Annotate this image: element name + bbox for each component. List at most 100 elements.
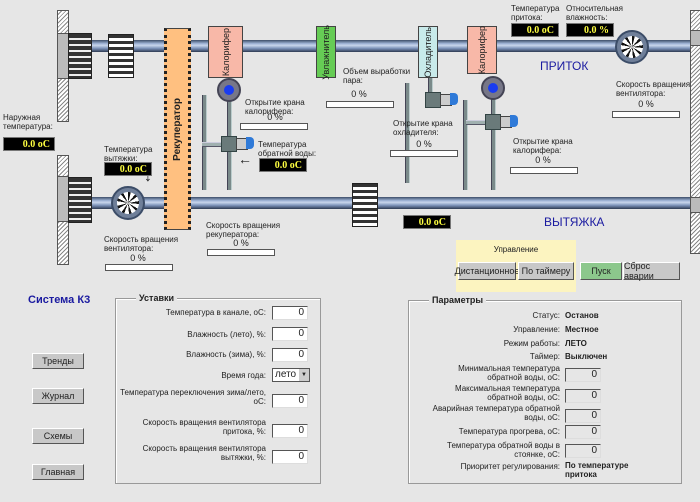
humidifier[interactable]: Увлажнитель (316, 25, 336, 79)
min-return-value: 0 (565, 368, 601, 382)
heater-1-valve-bar (240, 123, 308, 130)
season-value: лето (275, 369, 297, 380)
exhaust-fan-label: Скорость вращения вентилятора: (104, 235, 179, 253)
exhaust-fan-bar (105, 264, 173, 271)
humidifier-steam-bar (326, 101, 394, 108)
exhaust-fan-icon[interactable] (111, 186, 145, 220)
cooler-valve-value: 0 % (416, 139, 432, 149)
priority-label: Приоритет регулирования: (460, 462, 560, 471)
pump-heater-2-icon[interactable] (481, 76, 505, 100)
pipe (202, 142, 227, 147)
exhaust-temp-label: Температура вытяжки: (104, 145, 153, 163)
chevron-down-icon[interactable]: ▼ (299, 369, 309, 381)
season-label: Время года: (221, 371, 266, 380)
recuperator[interactable]: Рекуператор (164, 28, 191, 230)
main-button[interactable]: Главная (32, 464, 84, 480)
humidity-summer-label: Влажность (лето), %: (187, 330, 266, 339)
exhaust-duct (90, 197, 690, 209)
supply-fan-value: 0 % (638, 99, 654, 109)
actuator-heater-1-icon (246, 137, 254, 149)
heater-1-return-display: 0.0 oC (259, 158, 307, 172)
heater-1-valve-label: Открытие крана калорифера: (245, 98, 305, 116)
supply-fan-setpoint-input[interactable]: 0 (272, 424, 308, 438)
heater-2-valve-value: 0 % (535, 155, 551, 165)
start-button[interactable]: Пуск (580, 262, 622, 280)
supply-temp-label: Температура притока: (511, 4, 560, 22)
channel-temp-label: Температура в канале, оС: (165, 308, 266, 317)
params-group: Параметры (408, 295, 682, 484)
heater-2-label: Калорифер (477, 25, 487, 75)
heater-2[interactable]: Калорифер (467, 26, 497, 74)
season-select[interactable]: лето ▼ (272, 368, 310, 382)
work-mode-value: ЛЕТО (565, 339, 587, 348)
pipe (491, 92, 496, 190)
valve-heater-1-icon[interactable] (221, 136, 237, 152)
supply-fan-bar (612, 111, 680, 118)
alarm-return-value: 0 (565, 409, 601, 423)
recuperator-label: Рекуператор (172, 97, 183, 161)
humidity-summer-input[interactable]: 0 (272, 327, 308, 341)
journal-button[interactable]: Журнал (32, 388, 84, 404)
valve-heater-2-icon[interactable] (485, 114, 501, 130)
standby-return-value: 0 (565, 444, 601, 458)
reset-alarm-button[interactable]: Сброс аварии (623, 261, 680, 281)
humidity-winter-input[interactable]: 0 (272, 348, 308, 362)
trends-button[interactable]: Тренды (32, 353, 84, 369)
switch-temp-input[interactable]: 0 (272, 394, 308, 408)
supply-title: ПРИТОК (540, 59, 589, 73)
heater-2-valve-bar (510, 167, 578, 174)
pipe (405, 83, 410, 183)
params-title: Параметры (429, 295, 487, 305)
exhaust-fan-value: 0 % (130, 253, 146, 263)
pump-heater-1-icon[interactable] (217, 78, 241, 102)
supply-fan-icon[interactable] (615, 30, 649, 64)
max-return-value: 0 (565, 389, 601, 403)
silencer-exhaust-icon (352, 183, 378, 227)
exhaust-temp-display: 0.0 oC (104, 162, 152, 176)
humidifier-steam-value: 0 % (351, 89, 367, 99)
arrow-left-icon: ← (238, 151, 252, 167)
setpoints-group: Уставки (115, 293, 321, 484)
recuperator-speed-bar (207, 249, 275, 256)
switch-temp-label: Температура переключения зима/лето, оС: (120, 388, 266, 406)
actuator-cooler-icon (450, 93, 458, 105)
supply-humidity-display: 0.0 % (566, 23, 614, 37)
alarm-return-label: Аварийная температура обратной воды, оС: (432, 404, 560, 422)
pipe (463, 100, 468, 190)
timer-control-button[interactable]: По таймеру (518, 262, 574, 280)
timer-label: Таймер: (529, 352, 560, 361)
timer-value: Выключен (565, 352, 608, 361)
exhaust-fan-setpoint-input[interactable]: 0 (272, 450, 308, 464)
filter-supply-icon (68, 33, 92, 79)
control-title: Управление (493, 245, 539, 254)
priority-value: По температуре притока (565, 461, 629, 479)
system-title: Система К3 (28, 294, 91, 306)
warmup-value: 0 (565, 425, 601, 439)
control-mode-value: Местное (565, 325, 599, 334)
cooler[interactable]: Охладитель (418, 26, 438, 78)
heater-1-valve-value: 0 % (267, 112, 283, 122)
work-mode-label: Режим работы: (503, 339, 560, 348)
supply-fan-label: Скорость вращения вентилятора: (616, 80, 691, 98)
standby-return-label: Температура обратной воды в стоянке, оС: (447, 441, 560, 459)
exhaust-wall-plug (690, 197, 700, 213)
silencer-supply-icon (108, 34, 134, 78)
valve-cooler-icon[interactable] (425, 92, 441, 108)
heater-1-label: Калорифер (220, 27, 231, 77)
remote-control-button[interactable]: Дистанционное (455, 262, 519, 280)
arrow-down-icon: ↓ (144, 168, 152, 185)
heater-1[interactable]: Калорифер (208, 26, 243, 78)
cooler-valve-label: Открытие крана охладителя: (393, 119, 453, 137)
actuator-heater-2-icon (510, 115, 518, 127)
heater-2-valve-label: Открытие крана калорифера: (513, 137, 573, 155)
max-return-label: Максимальная температура обратной воды, … (454, 384, 560, 402)
recuperator-speed-label: Скорость вращения рекуператора: (206, 221, 281, 239)
exhaust-duct-temp-display: 0.0 oC (403, 215, 451, 229)
outside-temp-label: Наружная температура: (3, 113, 53, 131)
cooler-label: Охладитель (423, 26, 433, 78)
status-label: Статус: (532, 311, 560, 320)
channel-temp-input[interactable]: 0 (272, 306, 308, 320)
schemes-button[interactable]: Схемы (32, 428, 84, 444)
supply-wall-plug (690, 30, 700, 46)
humidity-winter-label: Влажность (зима), %: (186, 350, 266, 359)
